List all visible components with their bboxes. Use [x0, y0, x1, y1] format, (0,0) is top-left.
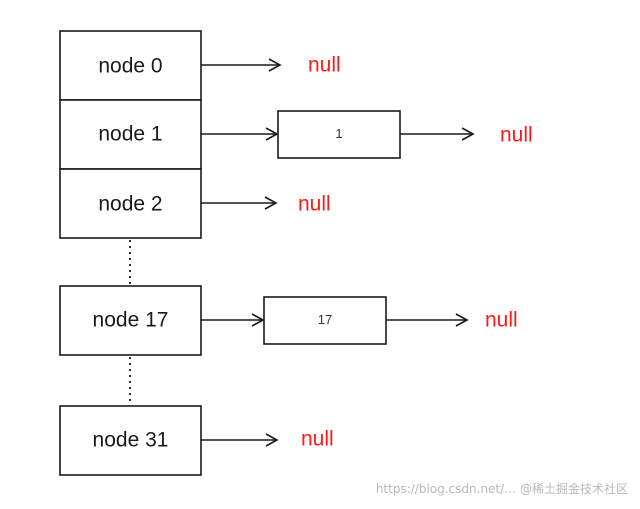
entry-label: 17 [318, 312, 332, 327]
entry-node-1: 1 [277, 110, 401, 159]
node-label: node 31 [93, 429, 169, 452]
node-label: node 0 [98, 55, 162, 78]
bucket-node-1: node 1 [59, 99, 202, 170]
entry-node-17: 17 [263, 296, 387, 345]
bucket-node-0: node 0 [59, 30, 202, 101]
entry-label: 1 [335, 126, 342, 141]
node-label: node 2 [98, 193, 162, 216]
bucket-node-17: node 17 [59, 285, 202, 356]
null-label: null [485, 309, 518, 332]
node-label: node 1 [98, 123, 162, 146]
bucket-node-31: node 31 [59, 405, 202, 476]
null-label: null [500, 124, 533, 147]
null-label: null [308, 54, 341, 77]
node-label: node 17 [93, 309, 169, 332]
null-label: null [298, 193, 331, 216]
watermark: https://blog.csdn.net/… @稀土掘金技术社区 [375, 482, 628, 496]
null-label: null [301, 428, 334, 451]
bucket-node-2: node 2 [59, 168, 202, 239]
